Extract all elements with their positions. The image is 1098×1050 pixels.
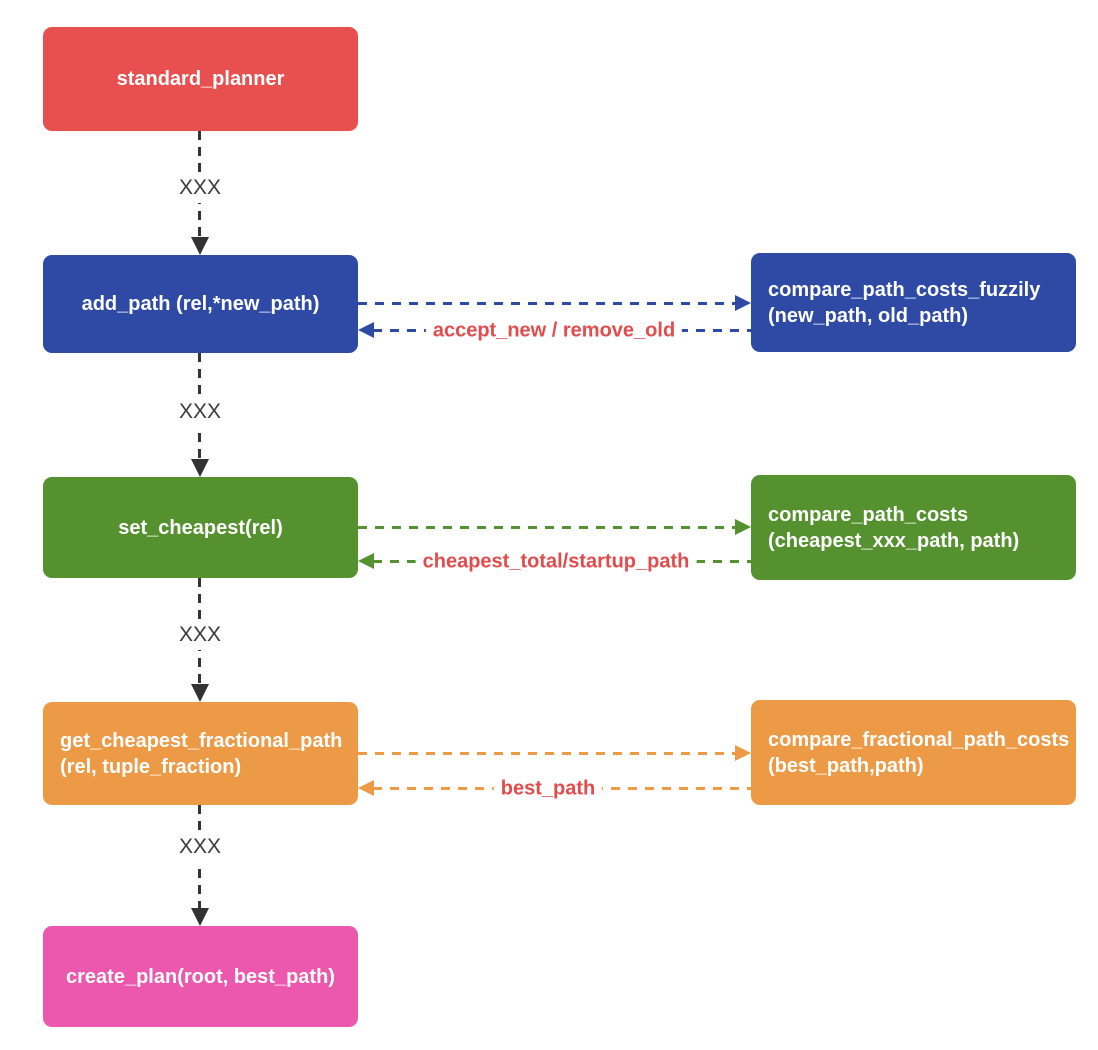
edge-line-blue-forward <box>358 302 736 305</box>
node-add-path-label: add_path (rel,*new_path) <box>81 293 320 315</box>
edge-label-v2: XXX <box>173 397 227 427</box>
edge-line-green-forward <box>358 526 736 529</box>
node-get-cheapest-fractional-path: get_cheapest_fractional_path (rel, tuple… <box>43 702 358 805</box>
node-get-cheapest-fractional-path-line2: (rel, tuple_fraction) <box>60 755 242 778</box>
node-compare-path-costs-fuzzily: compare_path_costs_fuzzily (new_path, ol… <box>751 253 1076 352</box>
arrow-left-icon-orange <box>358 780 374 796</box>
node-create-plan-label: create_plan(root, best_path) <box>66 965 335 988</box>
node-get-cheapest-fractional-path-line1: get_cheapest_fractional_path <box>60 729 343 752</box>
node-compare-fractional-path-costs-line2: (best_path,path) <box>768 754 924 777</box>
node-compare-path-costs: compare_path_costs (cheapest_xxx_path, p… <box>751 475 1076 580</box>
arrow-down-icon-2 <box>191 459 209 477</box>
node-compare-path-costs-line2: (cheapest_xxx_path, path) <box>768 529 1020 552</box>
node-standard-planner-label: standard_planner <box>116 68 285 90</box>
edge-label-blue-return: accept_new / remove_old <box>425 317 683 345</box>
node-compare-fractional-path-costs-line1: compare_fractional_path_costs <box>768 728 1070 751</box>
node-add-path: add_path (rel,*new_path) <box>43 255 358 353</box>
node-compare-path-costs-fuzzily-line2: (new_path, old_path) <box>768 304 968 327</box>
edge-label-orange-return: best_path <box>493 775 603 803</box>
edge-label-v1: XXX <box>173 173 227 203</box>
node-standard-planner: standard_planner <box>43 27 358 131</box>
arrow-down-icon-3 <box>191 684 209 702</box>
node-compare-fractional-path-costs: compare_fractional_path_costs (best_path… <box>751 700 1076 805</box>
arrow-down-icon-4 <box>191 908 209 926</box>
node-set-cheapest-label: set_cheapest(rel) <box>118 516 283 539</box>
arrow-left-icon-blue <box>358 322 374 338</box>
node-compare-path-costs-line1: compare_path_costs <box>768 503 969 526</box>
arrow-down-icon-1 <box>191 237 209 255</box>
edge-label-v3: XXX <box>173 620 227 650</box>
node-compare-path-costs-fuzzily-line1: compare_path_costs_fuzzily <box>768 278 1041 301</box>
edge-line-orange-forward <box>358 752 736 755</box>
arrow-right-icon-blue <box>735 295 751 311</box>
node-set-cheapest: set_cheapest(rel) <box>43 477 358 578</box>
arrow-right-icon-green <box>735 519 751 535</box>
node-create-plan: create_plan(root, best_path) <box>43 926 358 1027</box>
arrow-left-icon-green <box>358 553 374 569</box>
arrow-right-icon-orange <box>735 745 751 761</box>
edge-label-v4: XXX <box>173 832 227 862</box>
edge-label-green-return: cheapest_total/startup_path <box>415 548 697 576</box>
